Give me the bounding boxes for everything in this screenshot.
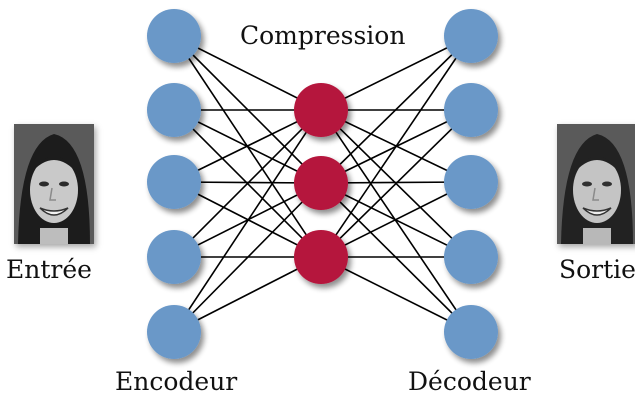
decoder-edge — [320, 35, 472, 184]
input-node — [147, 305, 201, 359]
decoder-edge — [320, 109, 472, 258]
neurons — [147, 9, 498, 359]
bottleneck-node — [294, 230, 348, 284]
output-label: Sortie — [559, 255, 635, 284]
encoder-edge — [173, 35, 322, 111]
decoder-edge — [320, 109, 472, 333]
bottleneck-node — [294, 83, 348, 137]
decoder-edge — [320, 35, 472, 258]
output-node — [444, 9, 498, 63]
decoder-label: Décodeur — [408, 367, 531, 396]
encoder-edge — [173, 109, 322, 183]
output-node — [444, 155, 498, 209]
input-node — [147, 230, 201, 284]
output-node — [444, 305, 498, 359]
input-node — [147, 83, 201, 137]
output-node — [444, 83, 498, 137]
bottleneck-node — [294, 156, 348, 210]
encoder-edge — [173, 109, 322, 258]
compression-label: Compression — [240, 21, 406, 50]
encoder-edge — [173, 109, 322, 333]
input-face-image — [14, 124, 94, 244]
decoder-edge — [320, 256, 472, 333]
decoder-edge — [320, 35, 472, 111]
input-label: Entrée — [6, 255, 92, 284]
output-node — [444, 230, 498, 284]
encoder-edge — [173, 256, 322, 333]
encoder-edge — [173, 182, 322, 333]
output-face-image — [557, 124, 635, 244]
input-node — [147, 9, 201, 63]
input-node — [147, 155, 201, 209]
encoder-label: Encodeur — [115, 367, 238, 396]
decoder-edge — [320, 181, 472, 258]
